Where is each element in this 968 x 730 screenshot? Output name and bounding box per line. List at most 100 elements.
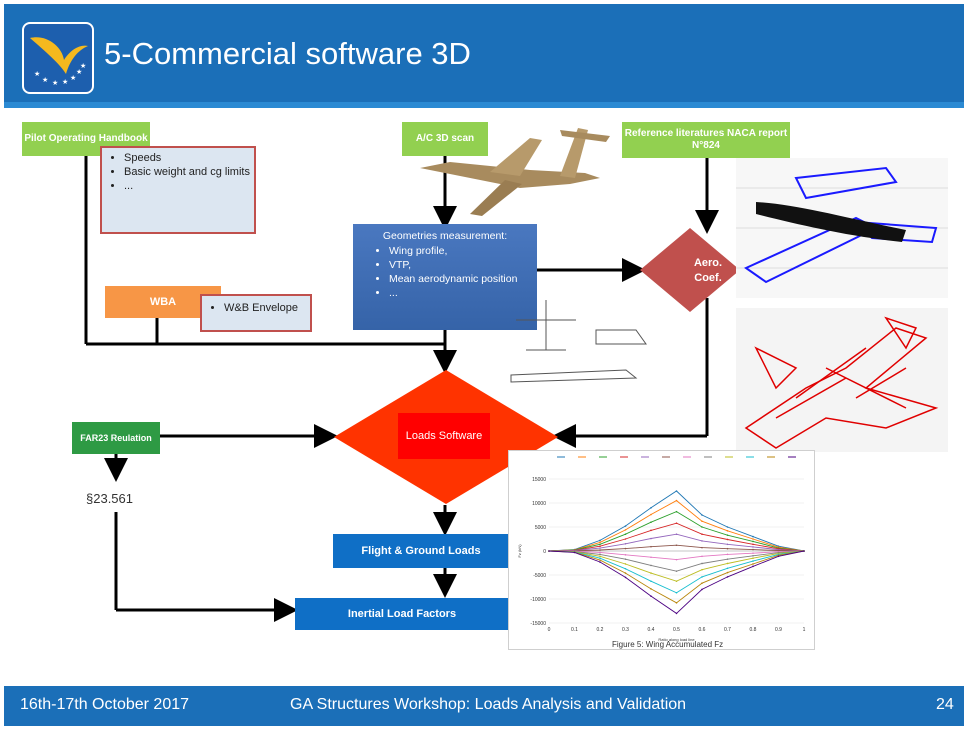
y-tick-label: -5000 <box>533 573 546 579</box>
section-ref: §23.561 <box>86 491 133 506</box>
data-point <box>650 521 652 523</box>
x-tick-label: 0.4 <box>648 627 655 633</box>
data-point <box>624 567 627 570</box>
data-point <box>599 547 601 549</box>
aircraft-drawing <box>510 300 647 383</box>
data-point <box>726 538 729 541</box>
pilot-note-item: Speeds <box>124 151 254 165</box>
figure-caption: Figure 5: Wing Accumulated Fz <box>612 640 724 649</box>
x-tick-label: 0 <box>548 627 551 633</box>
pilot-note-item: Basic weight and cg limits <box>124 165 254 179</box>
data-point <box>752 546 754 548</box>
data-point <box>752 535 754 538</box>
svg-text:★: ★ <box>42 76 48 84</box>
data-point <box>573 551 576 554</box>
data-point <box>752 552 754 554</box>
flight-ground-loads-box: Flight & Ground Loads <box>333 534 509 568</box>
references-label: Reference literatures NACA report N°824 <box>624 127 788 152</box>
data-point <box>624 543 627 545</box>
geometry-item: VTP, <box>389 258 531 272</box>
data-point <box>701 514 703 516</box>
page-number: 24 <box>936 696 954 713</box>
data-point <box>752 543 754 546</box>
inertial-load-factors-label: Inertial Load Factors <box>347 608 457 620</box>
data-point <box>701 533 703 535</box>
pilot-handbook-label: Pilot Operating Handbook <box>24 132 148 144</box>
slide-title: 5-Commercial software 3D <box>104 36 471 71</box>
data-point <box>650 507 652 509</box>
data-point <box>752 538 754 540</box>
data-point <box>599 553 601 556</box>
series-line <box>548 500 805 552</box>
data-point <box>675 533 678 535</box>
data-point <box>599 541 601 544</box>
references-box: Reference literatures NACA report N°824 <box>622 122 790 158</box>
data-point <box>701 526 703 528</box>
data-point <box>701 568 703 571</box>
data-point <box>675 612 678 615</box>
footer-event: GA Structures Workshop: Loads Analysis a… <box>290 696 687 713</box>
data-point <box>624 576 627 579</box>
inertial-load-factors-box: Inertial Load Factors <box>295 598 509 630</box>
y-tick-label: 0 <box>543 549 546 555</box>
wba-label: WBA <box>149 296 177 308</box>
data-point <box>675 580 678 583</box>
data-point <box>726 543 729 546</box>
data-point <box>624 547 627 550</box>
y-tick-label: -10000 <box>530 597 546 603</box>
data-point <box>675 558 678 561</box>
data-point <box>548 550 550 552</box>
data-point <box>599 543 601 546</box>
data-point <box>726 530 729 532</box>
easa-logo: ★★★ ★★★★ <box>22 22 94 94</box>
data-point <box>675 570 678 572</box>
data-point <box>650 595 652 597</box>
ac-scan-label: A/C 3D scan <box>415 132 475 144</box>
data-point <box>701 520 703 523</box>
data-point <box>675 490 678 492</box>
data-point <box>624 533 627 535</box>
x-tick-label: 0.7 <box>724 627 731 633</box>
data-point <box>650 537 652 540</box>
data-point <box>624 538 627 540</box>
y-axis-label: Fz (kN) <box>517 544 522 558</box>
data-point <box>701 562 703 565</box>
data-point <box>726 567 729 570</box>
x-tick-label: 0.8 <box>750 627 757 633</box>
data-point <box>752 560 754 562</box>
geometry-item: Wing profile, <box>389 244 531 258</box>
data-point <box>803 550 805 552</box>
data-point <box>675 591 678 594</box>
data-point <box>726 558 729 560</box>
footer-bar: 16th-17th October 2017 GA Structures Wor… <box>4 686 964 726</box>
x-tick-label: 0.5 <box>673 627 680 633</box>
data-point <box>701 582 703 584</box>
svg-text:★: ★ <box>70 74 76 82</box>
data-point <box>624 558 627 560</box>
data-point <box>752 563 754 565</box>
x-tick-label: 0.9 <box>775 627 782 633</box>
loads-mesh-image <box>736 308 948 452</box>
geometry-title: Geometries measurement: <box>382 230 508 242</box>
wing-mesh-image <box>736 158 948 298</box>
footer-date: 16th-17th October 2017 <box>20 696 190 713</box>
data-point <box>675 522 678 524</box>
title-bar <box>4 4 964 108</box>
y-tick-label: 15000 <box>532 477 546 483</box>
data-point <box>650 513 652 516</box>
wb-envelope-box: W&B Envelope <box>200 294 312 332</box>
aero-coef-diamond <box>640 228 740 312</box>
data-point <box>701 555 703 558</box>
data-point <box>726 562 729 565</box>
data-point <box>650 572 652 574</box>
data-point <box>599 559 601 561</box>
x-tick-label: 0.2 <box>597 627 604 633</box>
data-point <box>624 554 627 556</box>
geometry-box: Geometries measurement: Wing profile, VT… <box>353 224 537 330</box>
data-point <box>675 510 678 513</box>
data-point <box>650 580 652 583</box>
flight-ground-loads-label: Flight & Ground Loads <box>361 545 481 557</box>
data-point <box>650 556 652 559</box>
svg-text:★: ★ <box>80 62 86 70</box>
x-tick-label: 0.3 <box>622 627 629 633</box>
